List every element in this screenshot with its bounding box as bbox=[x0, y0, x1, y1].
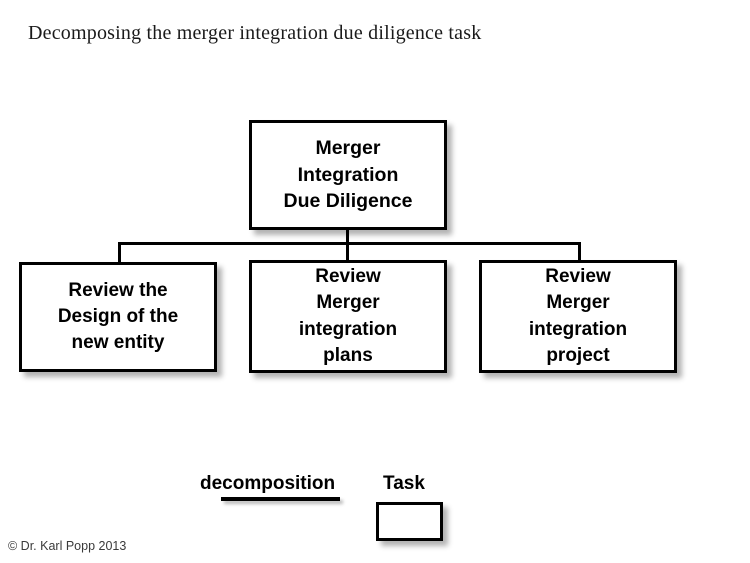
copyright-notice: © Dr. Karl Popp 2013 bbox=[8, 539, 127, 553]
task-node-review-project[interactable]: Review Merger integration project bbox=[479, 260, 677, 373]
task-node-review-design[interactable]: Review the Design of the new entity bbox=[19, 262, 217, 372]
page-title: Decomposing the merger integration due d… bbox=[28, 22, 482, 44]
legend-decomposition-line-swatch bbox=[221, 497, 340, 501]
connector-drop-child-1 bbox=[118, 242, 121, 263]
connector-root-stem bbox=[346, 230, 349, 244]
connector-drop-child-2 bbox=[346, 242, 349, 261]
legend-task-box-swatch bbox=[376, 502, 443, 541]
connector-drop-child-3 bbox=[578, 242, 581, 261]
task-node-review-design-label: Review the Design of the new entity bbox=[57, 279, 179, 354]
legend-decomposition-label: decomposition bbox=[200, 473, 336, 494]
task-node-review-plans-label: Review Merger integration plans bbox=[298, 266, 398, 366]
task-node-root-label: Merger Integration Due Diligence bbox=[283, 136, 413, 213]
task-node-review-plans[interactable]: Review Merger integration plans bbox=[249, 260, 447, 373]
task-node-root[interactable]: Merger Integration Due Diligence bbox=[249, 120, 447, 230]
connector-horizontal-bus bbox=[118, 242, 581, 245]
legend-task-label: Task bbox=[383, 473, 425, 494]
task-node-review-project-label: Review Merger integration project bbox=[528, 266, 628, 366]
